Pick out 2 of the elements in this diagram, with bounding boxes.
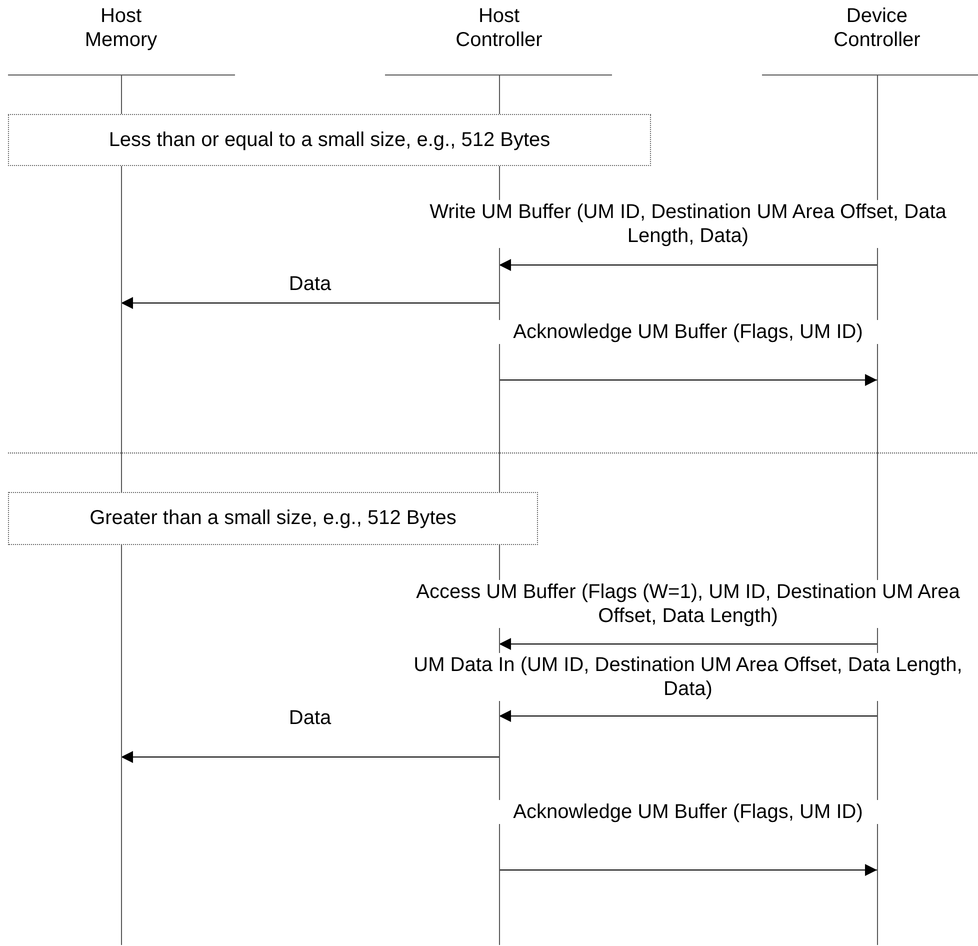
condition-box: Greater than a small size, e.g., 512 Bytes xyxy=(8,492,538,545)
condition-box: Less than or equal to a small size, e.g., 512 Bytes xyxy=(8,114,651,166)
